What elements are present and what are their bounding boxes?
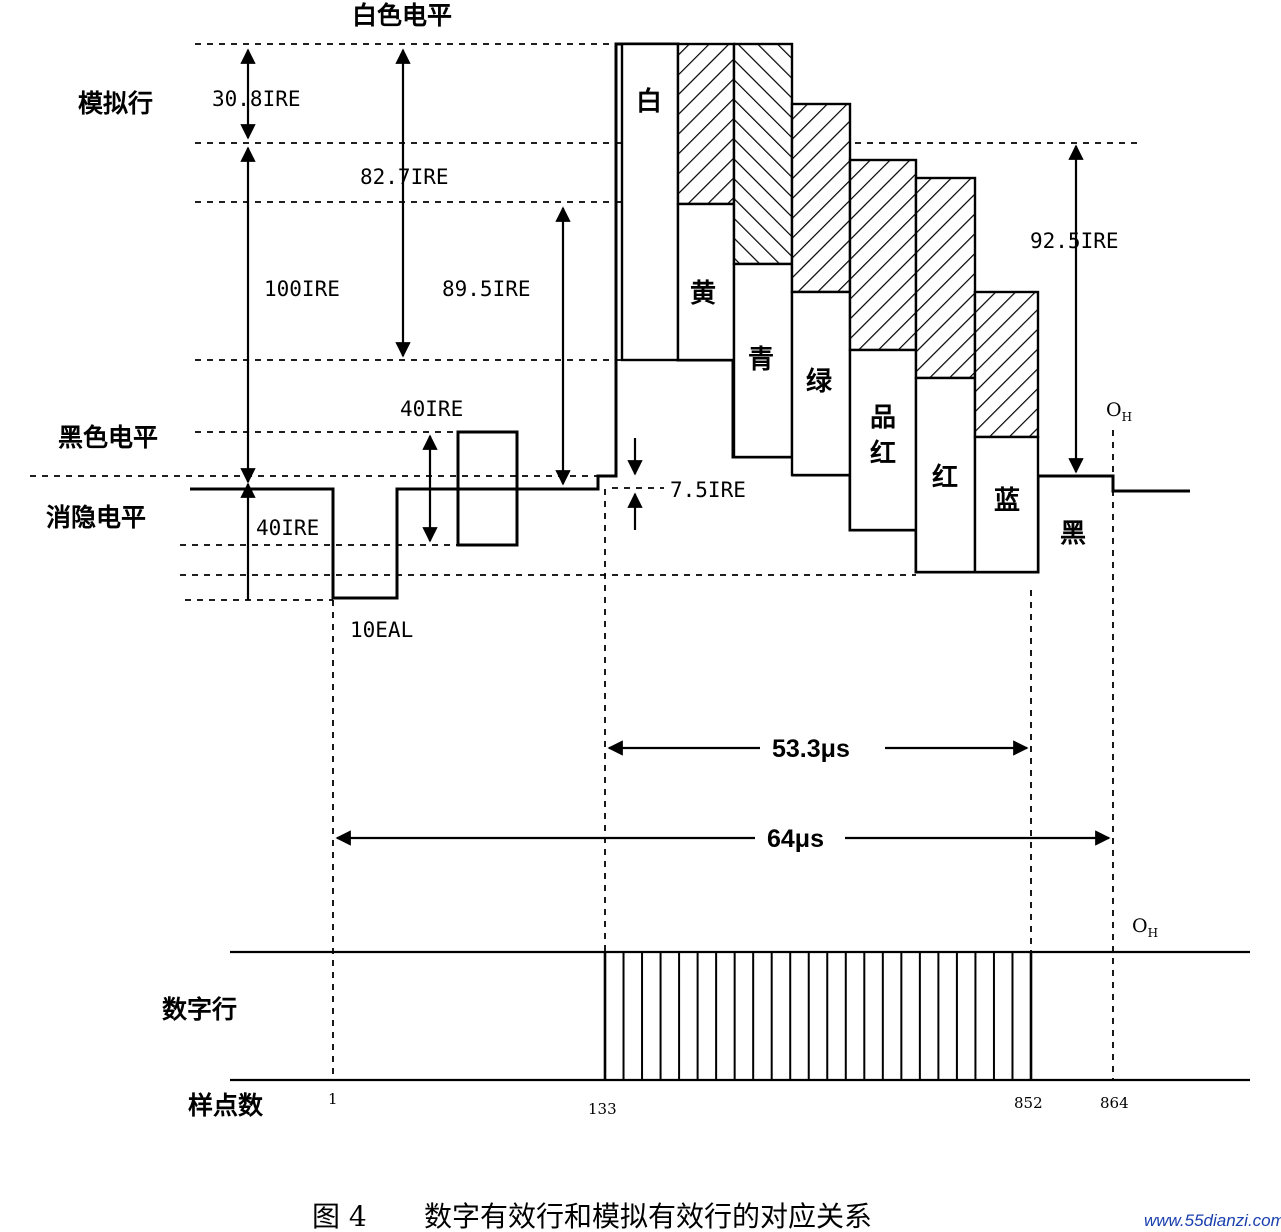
watermark: www.55dianzi.com [1144, 1211, 1281, 1230]
eal-10-label: 10EAL [350, 618, 413, 642]
sync-and-burst-trace [190, 42, 625, 600]
bar-label-white: 白 [636, 86, 662, 117]
labels: 白色电平 模拟行 黑色电平 消隐电平 30.8IRE 82.7IRE 100IR… [46, 1, 1281, 1232]
bar-label-magenta-1: 品 [870, 403, 896, 433]
oh-top-label: OH [1106, 399, 1132, 424]
bar-magenta-overshoot [848, 158, 918, 352]
ire-82-7-label: 82.7IRE [360, 165, 449, 189]
active-duration-label: 53.3μs [772, 735, 850, 763]
bar-blue-overshoot [973, 290, 1040, 439]
sample-ticks [603, 952, 1033, 1080]
bar-green [790, 290, 852, 477]
measurement-arrows [240, 48, 1084, 600]
digital-line [230, 950, 1250, 1082]
sample-852-label: 852 [1014, 1094, 1043, 1112]
bar-label-black: 黑 [1060, 519, 1086, 549]
black-level-label: 黑色电平 [58, 423, 158, 452]
bar-label-blue: 蓝 [994, 486, 1020, 516]
timing-lines [332, 430, 1114, 1080]
color-bars [620, 42, 1040, 574]
bar-label-cyan: 青 [748, 345, 774, 375]
bar-label-red: 红 [932, 462, 958, 493]
bar-green-overshoot [790, 102, 852, 294]
bar-label-yellow: 黄 [690, 279, 716, 309]
figure-number: 图 4 [312, 1200, 367, 1232]
bar-blue [973, 435, 1040, 574]
sample-count-label: 样点数 [188, 1091, 264, 1120]
ire-40-sync-label: 40IRE [256, 516, 319, 540]
bar-label-magenta-2: 红 [870, 438, 896, 469]
ire-40-burst-label: 40IRE [400, 397, 463, 421]
figure-title: 数字有效行和模拟有效行的对应关系 [424, 1200, 872, 1232]
bar-white [620, 42, 680, 362]
ire-89-5-label: 89.5IRE [442, 277, 531, 301]
ire-92-5-label: 92.5IRE [1030, 229, 1119, 253]
blanking-level-label: 消隐电平 [46, 503, 146, 532]
bar-cyan [732, 262, 794, 459]
white-level-label: 白色电平 [352, 1, 452, 30]
timing-arrows [335, 740, 1111, 846]
bar-label-green: 绿 [806, 367, 833, 397]
bar-cyan-overshoot [732, 42, 794, 266]
ire-30-8-label: 30.8IRE [212, 87, 301, 111]
ire-7-5-label: 7.5IRE [670, 478, 746, 502]
bar-magenta [848, 348, 918, 532]
analog-line-label: 模拟行 [78, 89, 153, 118]
sample-864-label: 864 [1100, 1094, 1129, 1112]
sample-133-label: 133 [588, 1100, 617, 1118]
oh-bottom-label: OH [1132, 915, 1158, 940]
sample-1-label: 1 [328, 1090, 338, 1108]
line-duration-label: 64μs [767, 825, 824, 853]
ire-100-label: 100IRE [264, 277, 340, 301]
bar-red [914, 376, 977, 574]
bar-red-overshoot [914, 176, 977, 380]
digital-line-label: 数字行 [162, 995, 237, 1024]
bar-yellow-overshoot [676, 42, 736, 206]
